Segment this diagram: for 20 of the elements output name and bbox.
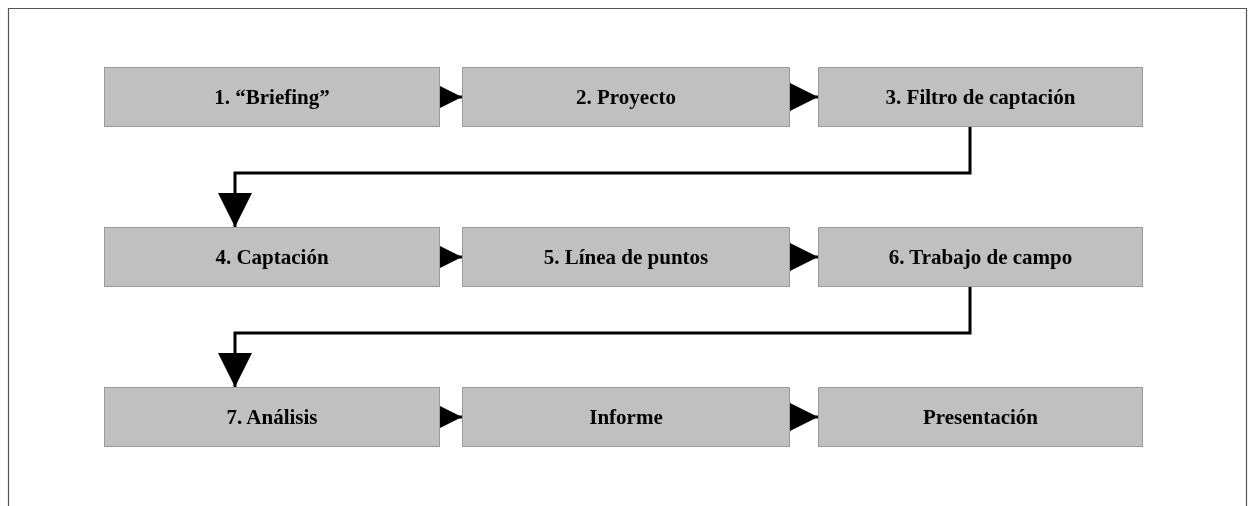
process-box — [462, 387, 790, 447]
arrow — [218, 127, 972, 227]
step-label: 3. Filtro de captación — [885, 84, 1076, 110]
process-box — [104, 227, 440, 287]
step-label: 4. Captación — [215, 244, 329, 270]
step-label: 6. Trabajo de campo — [888, 244, 1073, 270]
step-label: 5. Línea de puntos — [543, 244, 709, 270]
process-box — [462, 67, 790, 127]
process-box — [104, 387, 440, 447]
step-label: 7. Análisis — [226, 404, 318, 430]
process-box — [818, 227, 1143, 287]
process-box — [104, 67, 440, 127]
step-label: Presentación — [922, 404, 1039, 430]
process-box — [818, 67, 1143, 127]
process-box — [462, 227, 790, 287]
step-label: 2. Proyecto — [576, 84, 676, 110]
process-box — [818, 387, 1143, 447]
step-label: 1. “Briefing” — [214, 84, 330, 110]
arrow — [218, 287, 972, 387]
step-label: Informe — [589, 404, 663, 430]
